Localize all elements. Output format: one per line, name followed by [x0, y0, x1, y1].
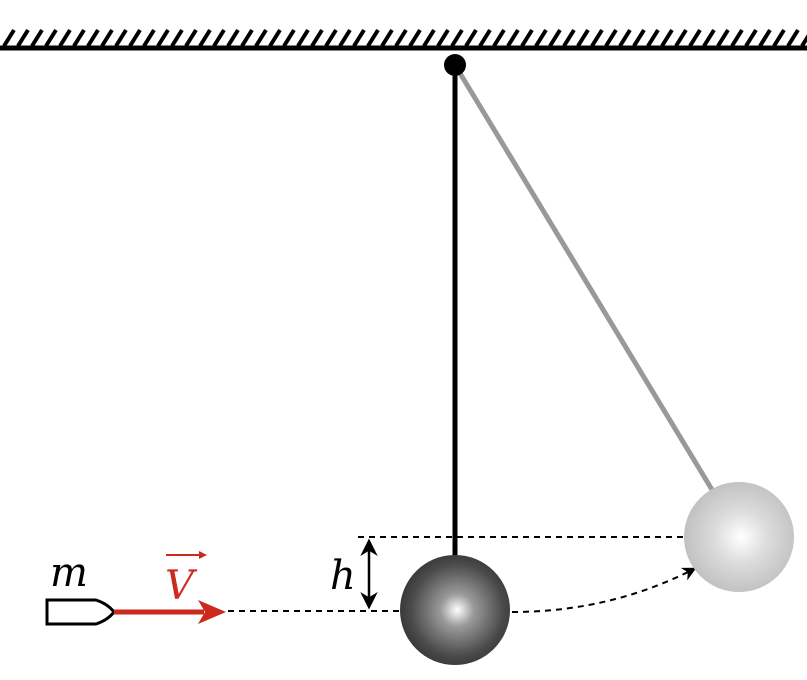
hatch-mark: [590, 28, 604, 48]
hatch-mark: [114, 28, 128, 48]
bullet: [45, 598, 116, 626]
hatch-mark: [450, 28, 464, 48]
hatch-mark: [534, 28, 548, 48]
pendulum-ball-rest: [400, 555, 510, 665]
hatch-mark: [198, 28, 212, 48]
hatch-mark: [800, 34, 807, 48]
hatch-mark: [338, 28, 352, 48]
hatch-mark: [212, 28, 226, 48]
hatch-mark: [520, 28, 534, 48]
hatch-mark: [394, 28, 408, 48]
hatch-mark: [128, 28, 142, 48]
hatch-mark: [2, 28, 16, 48]
hatch-mark: [100, 28, 114, 48]
hatch-mark: [604, 28, 618, 48]
hatch-mark: [366, 28, 380, 48]
hatch-mark: [296, 28, 310, 48]
hatch-mark: [646, 28, 660, 48]
height-label: h: [330, 553, 356, 599]
hatch-mark: [618, 28, 632, 48]
hatch-mark: [142, 28, 156, 48]
hatch-mark: [506, 28, 520, 48]
hatch-mark: [730, 28, 744, 48]
hatch-mark: [660, 28, 674, 48]
hatch-mark: [422, 28, 436, 48]
hatch-mark: [408, 28, 422, 48]
hatch-mark: [786, 28, 800, 48]
hatch-mark: [30, 28, 44, 48]
hatch-mark: [436, 28, 450, 48]
hatch-mark: [310, 28, 324, 48]
rope-displaced: [452, 63, 717, 495]
hatch-mark: [478, 28, 492, 48]
hatch-mark: [380, 28, 394, 48]
velocity-label: V: [165, 563, 198, 609]
hatch-mark: [548, 28, 562, 48]
hatch-mark: [562, 28, 576, 48]
hatch-mark: [58, 28, 72, 48]
hatch-mark: [184, 28, 198, 48]
hatch-mark: [240, 28, 254, 48]
hatch-mark: [268, 28, 282, 48]
hatch-mark: [44, 28, 58, 48]
pivot-point: [444, 54, 466, 76]
hatch-mark: [464, 28, 478, 48]
ceiling-hatching: [2, 28, 807, 48]
hatch-mark: [254, 28, 268, 48]
velocity-arrow-head: [198, 600, 226, 624]
hatch-mark: [226, 28, 240, 48]
mass-label: m: [50, 550, 88, 596]
hatch-mark: [324, 28, 338, 48]
pendulum-ball-raised: [684, 482, 794, 592]
hatch-mark: [492, 28, 506, 48]
hatch-mark: [282, 28, 296, 48]
hatch-mark: [156, 28, 170, 48]
hatch-mark: [86, 28, 100, 48]
hatch-mark: [632, 28, 646, 48]
hatch-mark: [352, 28, 366, 48]
hatch-mark: [716, 28, 730, 48]
hatch-mark: [744, 28, 758, 48]
hatch-mark: [170, 28, 184, 48]
velocity-vector-bar-tip: [199, 551, 207, 559]
hatch-mark: [702, 28, 716, 48]
hatch-mark: [674, 28, 688, 48]
hatch-mark: [16, 28, 30, 48]
hatch-mark: [72, 28, 86, 48]
hatch-mark: [688, 28, 702, 48]
hatch-mark: [576, 28, 590, 48]
velocity-label-group: V: [165, 551, 207, 609]
trajectory-arrow: [511, 567, 697, 613]
hatch-mark: [772, 28, 786, 48]
hatch-mark: [758, 28, 772, 48]
